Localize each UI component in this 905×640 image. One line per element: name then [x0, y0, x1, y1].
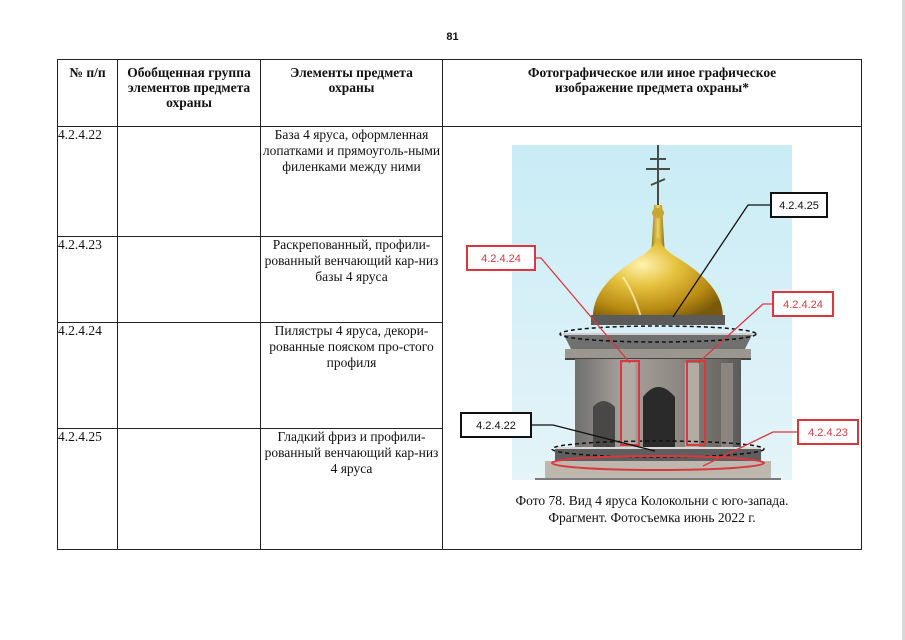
table-row: 4.2.4.22 База 4 яруса, оформленная лопат…: [57, 126, 862, 550]
upper-cornice: [563, 333, 753, 349]
protection-table: № п/п Обобщенная группа элементов предме…: [57, 59, 862, 550]
callout-box-2: [466, 245, 536, 271]
table-row: 4.2.4.24 Пилястры 4 яруса, декори-рованн…: [57, 322, 862, 429]
callout-label: 4.2.4.25: [779, 200, 819, 212]
scan-edge: [902, 0, 905, 640]
frieze: [565, 349, 751, 359]
row-description: Раскрепованный, профили-рованный венчающ…: [260, 236, 443, 323]
row-group: [117, 428, 261, 550]
row-number: 4.2.4.22: [57, 126, 118, 237]
callout-label: 4.2.4.22: [476, 420, 516, 432]
callout-box-3: [772, 291, 834, 317]
bell-tower-photo: 4.2.4.25 4.2.4.24 4.2.4.24 4.2.4.22 4.2.…: [460, 145, 859, 480]
dome-collar: [591, 315, 725, 325]
callout-box-4: [460, 412, 532, 438]
cornice-outline: [551, 455, 765, 471]
photo-caption: Фото 78. Вид 4 яруса Колокольни с юго-за…: [443, 492, 861, 526]
spire-knob: [652, 208, 664, 218]
callout-box-5: [797, 419, 859, 445]
caption-line-1: Фото 78. Вид 4 яруса Колокольни с юго-за…: [515, 493, 789, 508]
base-cornice: [555, 447, 761, 461]
leader-24-right: [697, 303, 773, 364]
row-group: [117, 236, 261, 323]
table-row: 4.2.4.25 Гладкий фриз и профили-рованный…: [57, 428, 862, 550]
row-number: 4.2.4.23: [57, 236, 118, 323]
arch-window: [643, 387, 675, 447]
callout-label: 4.2.4.24: [481, 253, 521, 265]
row-description: Пилястры 4 яруса, декори-рованные пояско…: [260, 322, 443, 429]
callout-label: 4.2.4.24: [783, 299, 823, 311]
row-description: База 4 яруса, оформленная лопатками и пр…: [260, 126, 443, 237]
table-header-row: № п/п Обобщенная группа элементов предме…: [57, 59, 862, 127]
cross-icon: [646, 145, 670, 207]
photo-wrap: 4.2.4.25 4.2.4.24 4.2.4.24 4.2.4.22 4.2.…: [443, 127, 861, 549]
callout-box-1: [770, 192, 828, 218]
header-num: № п/п: [57, 59, 118, 127]
page-number: 81: [446, 31, 459, 43]
row-number: 4.2.4.25: [57, 428, 118, 550]
caption-line-2: Фрагмент. Фотосъемка июнь 2022 г.: [548, 510, 756, 525]
photo-cell: 4.2.4.25 4.2.4.24 4.2.4.24 4.2.4.22 4.2.…: [442, 126, 862, 550]
header-elements: Элементы предмета охраны: [260, 59, 443, 127]
header-group: Обобщенная группа элементов предмета охр…: [117, 59, 261, 127]
pilaster-box-right: [686, 360, 706, 446]
table-row: 4.2.4.23 Раскрепованный, профили-рованны…: [57, 236, 862, 323]
callout-label: 4.2.4.23: [808, 427, 848, 439]
leader-24-left: [535, 257, 631, 364]
leader-23: [702, 431, 798, 467]
leader-25: [672, 204, 771, 318]
leader-22: [531, 424, 656, 452]
header-image: Фотографическое или иное графическое изо…: [442, 59, 862, 127]
row-description: Гладкий фриз и профили-рованный венчающи…: [260, 428, 443, 550]
row-group: [117, 126, 261, 237]
onion-dome: [593, 237, 723, 317]
row-number: 4.2.4.24: [57, 322, 118, 429]
row-group: [117, 322, 261, 429]
